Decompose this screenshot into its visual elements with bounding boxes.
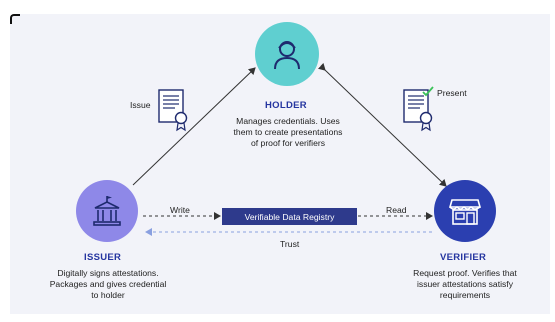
issuer-title: ISSUER (84, 252, 122, 263)
verifier-desc-line: issuer attestations satisfy (416, 279, 513, 289)
credential-document-check-icon (403, 86, 434, 132)
verifier-title: VERIFIER (440, 252, 487, 263)
corner-mark (10, 14, 20, 24)
verifier-node (434, 180, 496, 242)
verifier-desc-line: Request proof. Verifies that (413, 268, 517, 278)
issuer-desc-line: Packages and gives credential (49, 279, 167, 289)
holder-desc-line: them to create presentations (233, 127, 343, 137)
credential-document-icon (158, 89, 188, 132)
building-icon (93, 196, 121, 226)
verifiable-data-registry: Verifiable Data Registry (222, 208, 357, 225)
verifier-description: Request proof. Verifies that issuer atte… (398, 268, 532, 301)
issue-label: Issue (130, 100, 151, 110)
read-label: Read (386, 205, 407, 215)
verifier-desc-line: requirements (439, 290, 491, 300)
write-label: Write (170, 205, 190, 215)
trust-label: Trust (280, 239, 300, 249)
issuer-description: Digitally signs attestations. Packages a… (42, 268, 174, 301)
storefront-icon (448, 199, 482, 225)
present-arrow (317, 62, 447, 187)
holder-desc-line: of proof for verifiers (250, 138, 326, 148)
holder-title: HOLDER (265, 100, 307, 111)
issuer-desc-line: Digitally signs attestations. (57, 268, 159, 278)
holder-description: Manages credentials. Uses them to create… (226, 116, 350, 149)
issuer-desc-line: to holder (91, 290, 125, 300)
person-icon (274, 41, 300, 70)
holder-node (255, 22, 319, 86)
issue-arrow (132, 67, 256, 186)
holder-desc-line: Manages credentials. Uses (236, 116, 340, 126)
issuer-node (76, 180, 138, 242)
present-label: Present (437, 88, 467, 98)
